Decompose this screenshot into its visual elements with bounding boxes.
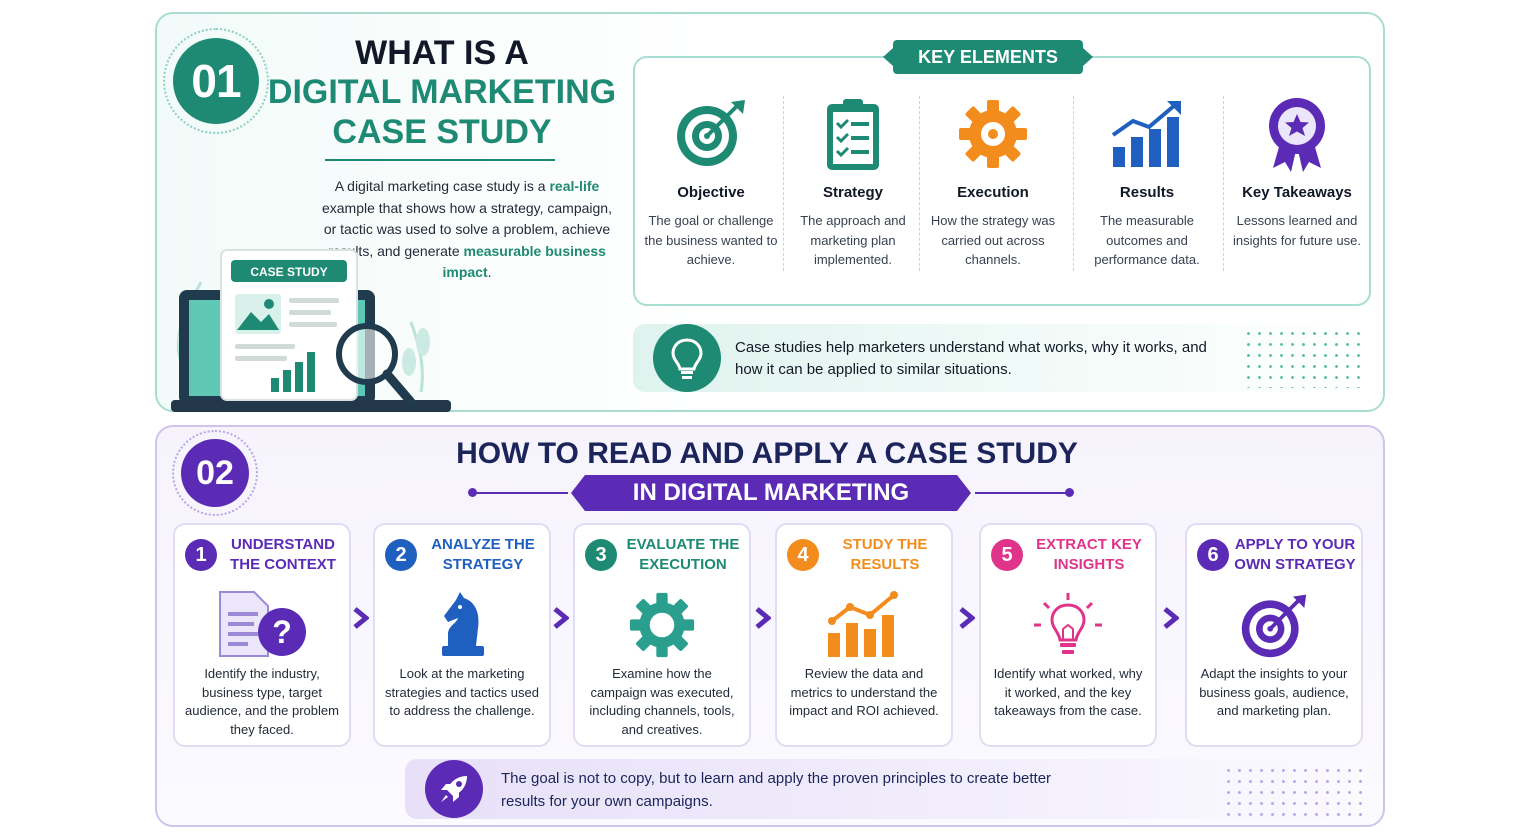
key-elements-title: KEY ELEMENTS [883, 40, 1093, 74]
bar-chart-icon [777, 587, 951, 663]
section-what-is-case-study: 01 WHAT IS A DIGITAL MARKETING CASE STUD… [155, 12, 1385, 412]
divider [1223, 96, 1224, 271]
title-line-3: CASE STUDY [332, 113, 552, 151]
key-element-title: Key Takeaways [1242, 184, 1352, 201]
badge-ring [163, 28, 269, 134]
dot-pattern [1223, 765, 1363, 817]
ribbon-line-left [472, 492, 568, 494]
step-description: Adapt the insights to your business goal… [1199, 666, 1349, 718]
section-number-badge: 01 [173, 38, 259, 124]
step-card-3: 3 EVALUATE THE EXECUTION Examine how the… [573, 523, 751, 747]
step-description: Examine how the campaign was executed, i… [589, 666, 735, 737]
ribbon-dot-right [1065, 488, 1074, 497]
intro-text-3: . [487, 264, 492, 280]
step-card-6: 6 APPLY TO YOUR OWN STRATEGY Adapt the i… [1185, 523, 1363, 747]
step-title: UNDERSTAND THE CONTEXT [230, 536, 336, 573]
svg-text:?: ? [272, 614, 292, 650]
illustration-label: CASE STUDY [250, 265, 327, 279]
chevron-right-icon [959, 607, 975, 629]
gear-icon [575, 587, 749, 663]
chevron-right-icon [755, 607, 771, 629]
intro-highlight-1: real-life [549, 178, 600, 194]
key-element-desc: The goal or challenge the business wante… [644, 213, 778, 267]
document-question-icon: ? [175, 587, 349, 663]
divider [1073, 96, 1074, 271]
intro-paragraph: A digital marketing case study is a real… [317, 176, 617, 284]
key-element-desc: The approach and marketing plan implemen… [800, 213, 906, 267]
step-title: EXTRACT KEY INSIGHTS [1036, 536, 1142, 573]
title-line-1: WHAT IS A [355, 34, 529, 72]
step-card-1: 1 UNDERSTAND THE CONTEXT ? Identify the … [173, 523, 351, 747]
chevron-right-icon [353, 607, 369, 629]
intro-highlight-2: measurable business impact [442, 242, 606, 281]
step-number: 4 [787, 539, 819, 571]
key-element-title: Execution [957, 184, 1029, 201]
step-number: 5 [991, 539, 1023, 571]
step-number: 2 [385, 539, 417, 571]
rocket-icon [425, 760, 483, 818]
title-underline [325, 159, 555, 161]
chess-knight-icon [375, 587, 549, 663]
step-card-5: 5 EXTRACT KEY INSIGHTS Identify what wor… [979, 523, 1157, 747]
gear-icon [923, 96, 1063, 172]
case-study-illustration: CASE STUDY [171, 249, 451, 412]
divider [783, 96, 784, 271]
section-subtitle: IN DIGITAL MARKETING [571, 475, 971, 511]
key-element-desc: Lessons learned and insights for future … [1233, 213, 1361, 248]
key-element-takeaways: Key Takeaways Lessons learned and insigh… [1227, 96, 1367, 250]
key-element-title: Strategy [822, 184, 884, 201]
title-lines-2-3: DIGITAL MARKETING CASE STUDY [267, 72, 617, 152]
tip-banner: Case studies help marketers understand w… [633, 324, 1371, 392]
key-element-title: Objective [677, 184, 745, 201]
chevron-right-icon [1163, 607, 1179, 629]
divider [919, 96, 920, 271]
step-description: Look at the marketing strategies and tac… [385, 666, 539, 718]
key-element-desc: The measurable outcomes and performance … [1094, 213, 1200, 267]
step-title: STUDY THE RESULTS [842, 536, 928, 573]
step-description: Identify what worked, why it worked, and… [993, 666, 1143, 718]
chevron-right-icon [553, 607, 569, 629]
dot-pattern [1243, 328, 1367, 388]
step-description: Identify the industry, business type, ta… [185, 666, 339, 737]
clipboard-checklist-icon [783, 96, 923, 172]
section-how-to-read: 02 HOW TO READ AND APPLY A CASE STUDY IN… [155, 425, 1385, 827]
step-number: 6 [1197, 539, 1229, 571]
growth-chart-icon [1077, 96, 1217, 172]
award-ribbon-icon [1227, 96, 1367, 172]
step-card-4: 4 STUDY THE RESULTS Review the data and … [775, 523, 953, 747]
intro-text-1: A digital marketing case study is a [334, 178, 550, 194]
step-number: 3 [585, 539, 617, 571]
step-title: APPLY TO YOUR OWN STRATEGY [1234, 536, 1356, 573]
key-element-results: Results The measurable outcomes and perf… [1077, 96, 1217, 270]
key-element-execution: Execution How the strategy was carried o… [923, 96, 1063, 270]
target-icon [641, 96, 781, 172]
badge-ring [172, 430, 258, 516]
target-icon [1187, 587, 1361, 663]
lightbulb-icon [653, 324, 721, 392]
step-description: Review the data and metrics to understan… [789, 666, 939, 718]
section-number-badge: 02 [181, 439, 249, 507]
section-title: HOW TO READ AND APPLY A CASE STUDY [456, 437, 1078, 470]
lightbulb-icon [981, 587, 1155, 663]
key-element-objective: Objective The goal or challenge the busi… [641, 96, 781, 270]
key-element-title: Results [1119, 184, 1175, 201]
key-element-desc: How the strategy was carried out across … [930, 213, 1056, 267]
goal-banner: The goal is not to copy, but to learn an… [405, 759, 1369, 819]
ribbon-line-right [975, 492, 1071, 494]
step-title: ANALYZE THE STRATEGY [431, 536, 535, 573]
goal-text: The goal is not to copy, but to learn an… [501, 770, 1052, 810]
tip-text: Case studies help marketers understand w… [735, 339, 1207, 378]
step-title: EVALUATE THE EXECUTION [626, 536, 740, 573]
ribbon-dot-left [468, 488, 477, 497]
title-line-2: DIGITAL MARKETING [267, 73, 617, 111]
step-card-2: 2 ANALYZE THE STRATEGY Look at the marke… [373, 523, 551, 747]
key-elements-panel: KEY ELEMENTS Objective The goal or chall… [633, 40, 1371, 306]
intro-text-2: example that shows how a strategy, campa… [321, 199, 612, 259]
step-number: 1 [185, 539, 217, 571]
key-element-strategy: Strategy The approach and marketing plan… [783, 96, 923, 270]
